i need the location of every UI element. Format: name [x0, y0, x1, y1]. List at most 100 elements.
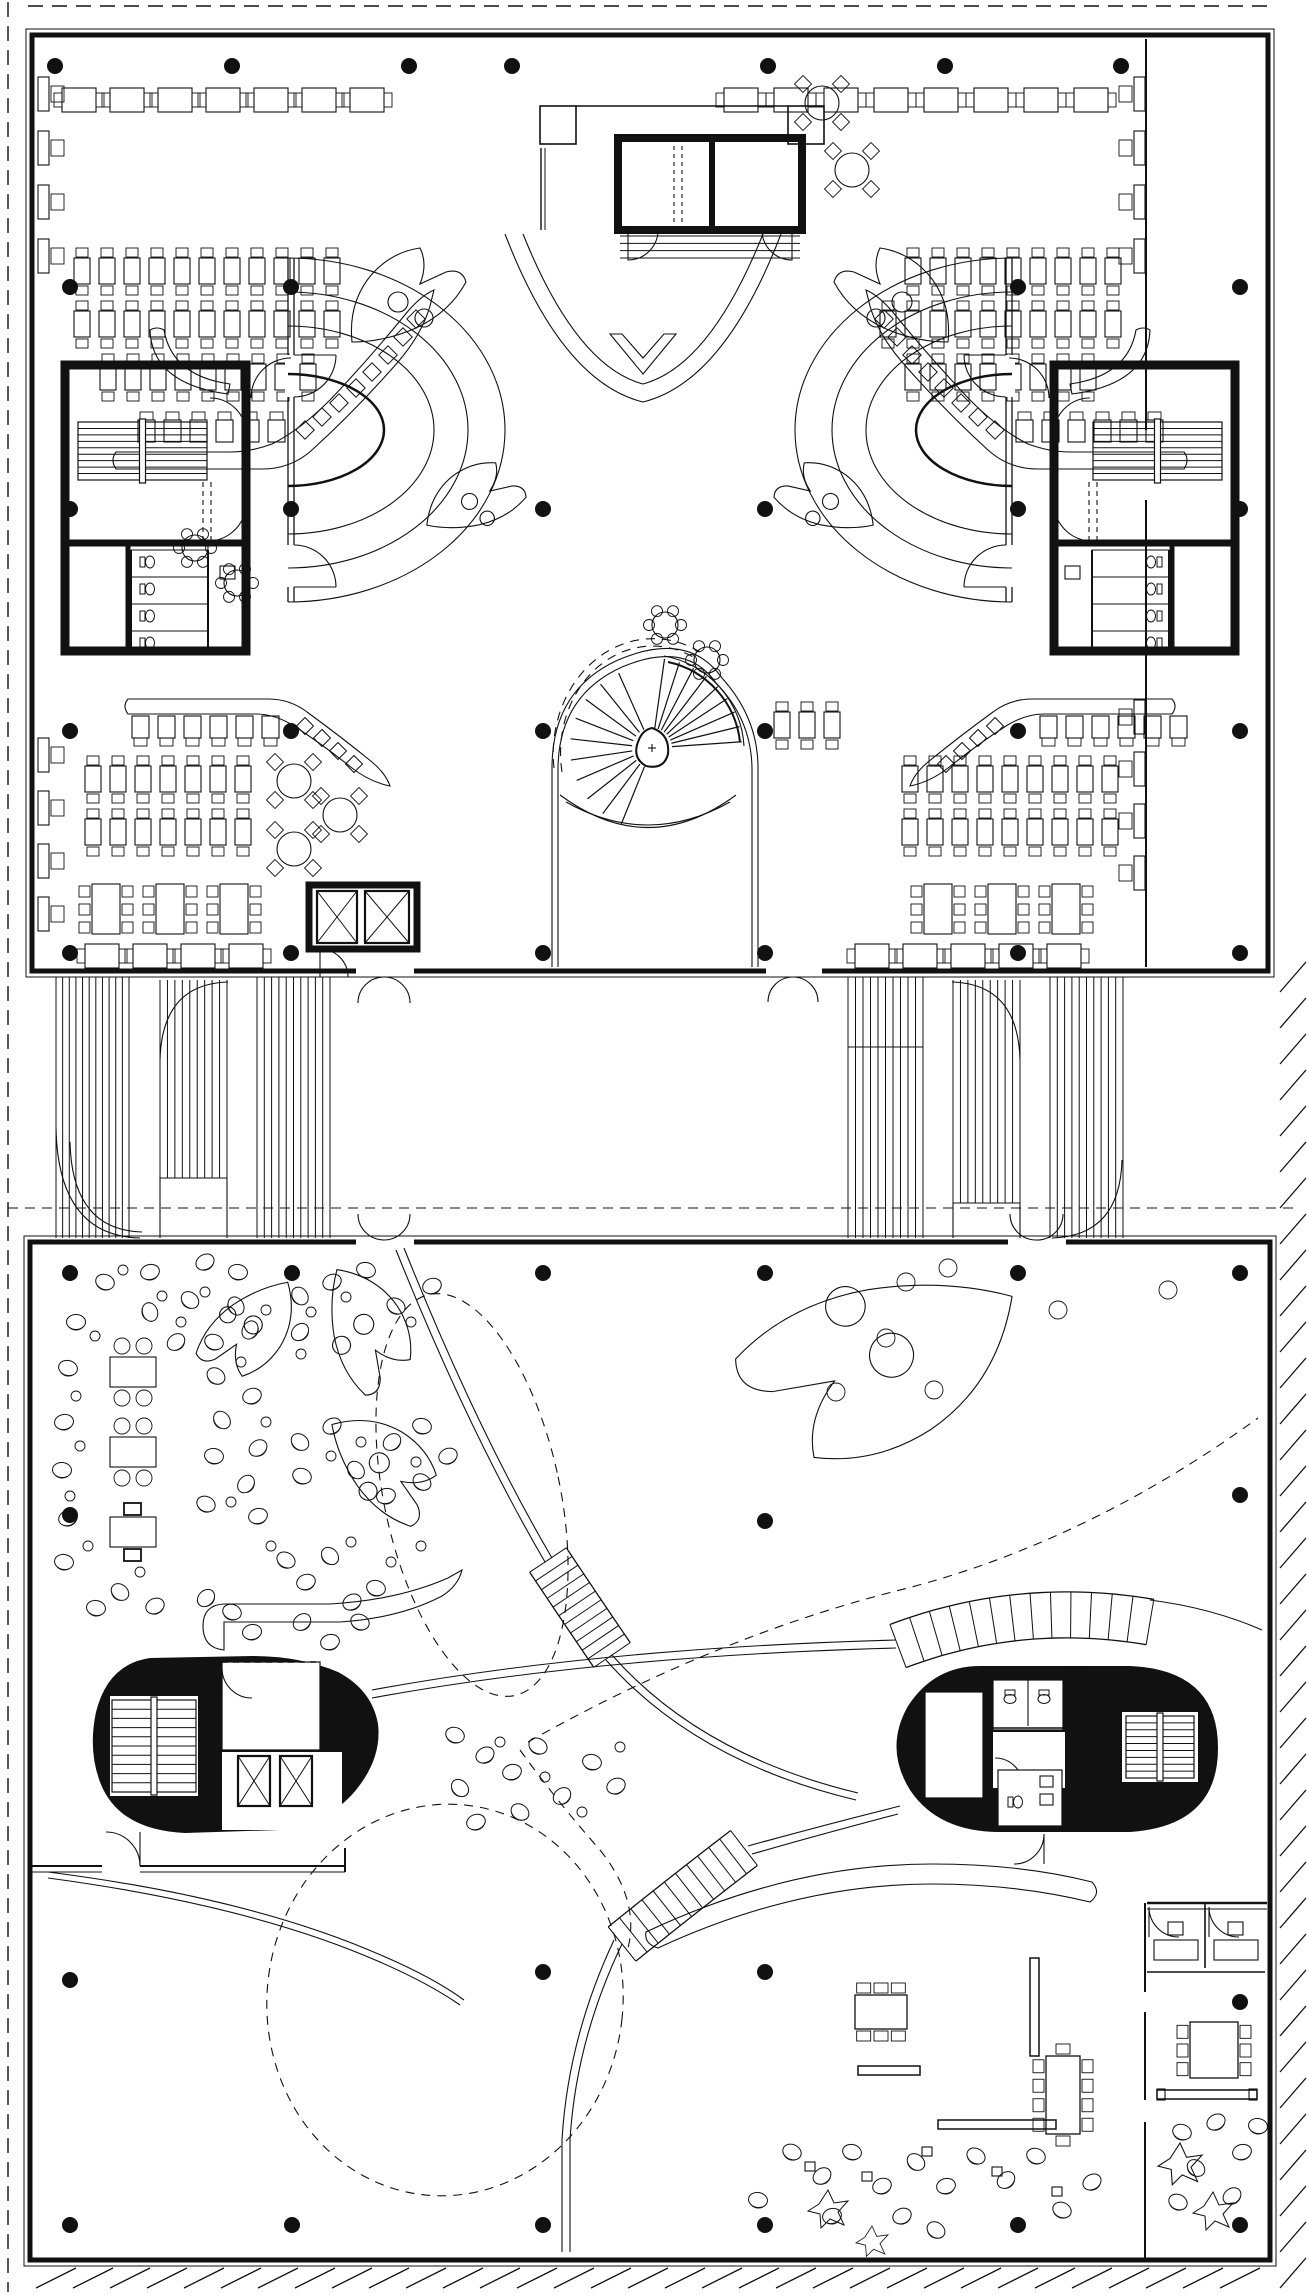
cubicle-chair — [1227, 1921, 1244, 1936]
desk-band-lower-right — [1003, 755, 1017, 766]
ramp-stair-band — [576, 1616, 614, 1643]
site-hatch-bottom — [960, 2267, 1002, 2289]
six-seat-table-cluster — [185, 885, 198, 898]
lounge-chair — [291, 1442, 301, 1451]
door-swing — [1008, 357, 1050, 399]
desk-band-upper-left — [125, 338, 139, 349]
eight-seat-meeting-table — [1176, 2062, 1189, 2077]
six-seat-table-cluster — [78, 921, 91, 934]
lounge-chair — [936, 2177, 956, 2195]
reception-chair-row — [215, 419, 234, 443]
lounge-chair — [451, 1787, 461, 1797]
desk-band-lower-right — [1026, 765, 1044, 793]
lounge-boomerang-sofa — [833, 247, 950, 343]
site-hatch-right — [1279, 1249, 1307, 1281]
lounge-chair — [584, 1765, 597, 1771]
cubicle-desk — [1153, 1939, 1199, 1961]
site-hatch-right — [1279, 1537, 1307, 1569]
toilet — [139, 556, 146, 568]
lounge-chair — [206, 1460, 220, 1465]
desk-band-upper-left — [325, 300, 339, 311]
window-desk-column-left — [37, 896, 50, 932]
six-seat-meeting-table — [854, 1994, 908, 2030]
round-meeting-table — [265, 858, 285, 878]
lounge-chair — [782, 2143, 802, 2161]
round-meeting-table — [793, 112, 813, 132]
desk-band-lower-left — [111, 755, 125, 766]
desk-band-lower-right — [978, 846, 992, 857]
reception-chair-row — [209, 715, 228, 739]
desk-band-upper-left — [248, 257, 266, 285]
ramp-curve — [951, 981, 1021, 1061]
desk-band-lower-right — [1053, 755, 1067, 766]
workstation-row-bottom — [220, 948, 230, 964]
ramp-stair-band — [697, 1855, 726, 1892]
column-dot — [62, 2217, 78, 2233]
site-hatch-bottom — [553, 2267, 595, 2289]
flower-table — [643, 619, 655, 631]
counter-stool — [951, 393, 971, 413]
door-swing — [1148, 1906, 1180, 1938]
lounge-chair — [152, 1608, 164, 1615]
balcony-bowl-arc — [565, 801, 731, 826]
ramp-stair-band — [719, 1838, 747, 1875]
window-desk-column-right — [1133, 130, 1146, 166]
desk-band-upper-left — [100, 338, 114, 349]
ramp-rail — [611, 1654, 859, 1794]
lounge-chair — [58, 1426, 72, 1431]
reception-chair-row — [269, 411, 284, 421]
desk-band-upper-left — [300, 247, 314, 258]
desk-band-upper-right — [929, 363, 947, 391]
desk-band-lower-right — [951, 765, 969, 793]
fan-stair-treads — [575, 717, 634, 742]
side-table — [876, 1328, 896, 1348]
desk-band-upper-left — [150, 285, 164, 296]
lounge-chair — [227, 1303, 235, 1315]
desk-band-lower-right — [953, 808, 967, 819]
desk-band-upper-right — [954, 310, 972, 338]
reception-counter-swoosh — [124, 698, 391, 787]
side-table — [405, 1316, 417, 1328]
desk-band-upper-left — [176, 391, 190, 402]
ramp-curve — [1051, 1159, 1123, 1239]
desk-band-upper-right — [1104, 257, 1122, 285]
workstation-row-top-right — [1015, 92, 1025, 108]
workstation-row-top-left — [157, 87, 193, 113]
workstation-row-bottom — [1080, 948, 1090, 964]
desk-band-upper-left — [300, 285, 314, 296]
counter-stool — [378, 345, 398, 365]
ten-seat-meeting-table — [1032, 2059, 1045, 2074]
ramp-stair-band — [565, 1547, 631, 1643]
workstation-row-top-right — [723, 87, 759, 113]
desk-band-upper-left — [300, 300, 314, 311]
reception-chair-row — [261, 715, 280, 739]
lounge-chair — [1089, 2183, 1101, 2191]
lounge-chair — [350, 1613, 370, 1631]
site-hatch-bottom — [368, 2267, 410, 2289]
column-dot — [62, 723, 78, 739]
desk-band-upper-left — [251, 353, 265, 364]
reception-chair-row — [1095, 411, 1110, 421]
void-dashed-arc — [560, 645, 699, 773]
desk-band-upper-right — [1004, 257, 1022, 285]
desk-band-lower-right — [926, 818, 944, 846]
column-dot — [284, 1265, 300, 1281]
desk-band-upper-right — [956, 247, 970, 258]
lounge-chair — [299, 1331, 309, 1341]
lounge-chair — [366, 1579, 386, 1597]
desk-band-lower-left — [136, 808, 150, 819]
fan-stair-treads — [654, 658, 666, 729]
lounge-chair — [1168, 2193, 1188, 2211]
lounge-chair — [507, 1775, 520, 1781]
desk-band-lower-right — [1103, 793, 1117, 804]
door-swing — [319, 948, 349, 978]
ten-seat-meeting-table — [1055, 2135, 1071, 2147]
desk-band-upper-right — [956, 285, 970, 296]
site-hatch-right — [1279, 1897, 1307, 1929]
window-desk-column-left — [37, 184, 50, 220]
desk-band-upper-left — [123, 310, 141, 338]
desk-band-lower-left — [161, 755, 175, 766]
desk-band-lower-right — [1053, 808, 1067, 819]
flower-table — [667, 632, 679, 645]
desk-band-upper-right — [1106, 338, 1120, 349]
